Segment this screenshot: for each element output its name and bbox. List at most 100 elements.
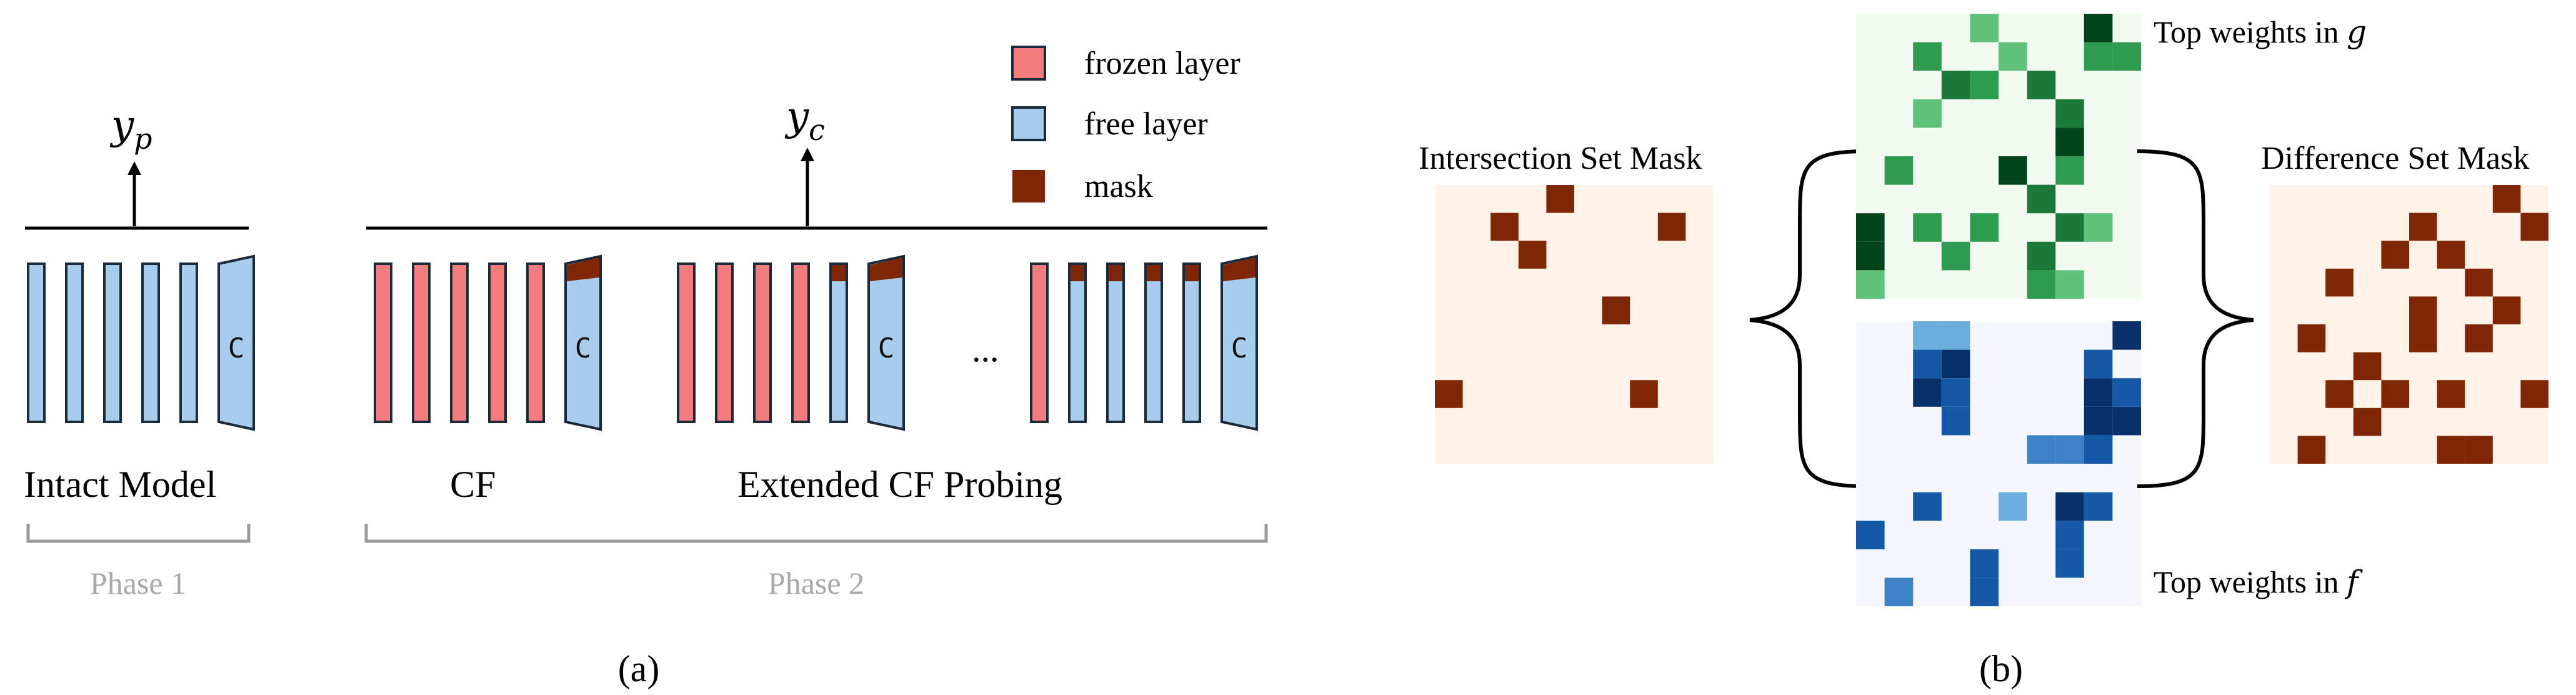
matrix-cell (1941, 241, 1970, 271)
layer-stack-cf: C (374, 254, 602, 431)
classifier-layer (564, 254, 602, 431)
classifier-letter: C (878, 332, 895, 364)
matrix-cell (1970, 14, 1999, 42)
free-layer (829, 262, 848, 423)
matrix-cell (2492, 185, 2521, 213)
matrix-cell (2297, 324, 2326, 352)
cf-output-arrowhead (801, 148, 814, 161)
matrix-cell (2055, 549, 2084, 578)
matrix-cell (1941, 349, 1970, 379)
output-yc-label: yc (784, 94, 825, 147)
matrix-cell (1856, 241, 1885, 271)
matrix-cell (2112, 406, 2141, 436)
layer-stack-ext1: C (677, 254, 905, 431)
cf-label: CF (450, 464, 496, 505)
difference-title: Difference Set Mask (2261, 141, 2529, 176)
frozen-layer (1030, 262, 1049, 423)
matrix-cell (2465, 436, 2493, 464)
free-layer (27, 262, 46, 423)
matrix-cell (2325, 268, 2354, 297)
matrix-cell (2084, 406, 2113, 436)
legend-free-label: free layer (1084, 106, 1208, 142)
classifier-mask (870, 258, 902, 281)
matrix-cell (2084, 14, 2113, 42)
matrix-cell (2055, 521, 2084, 549)
intersection-title: Intersection Set Mask (1419, 141, 1702, 176)
matrix-cell (2112, 321, 2141, 350)
matrix-cell (2409, 296, 2437, 324)
classifier-letter: C (1231, 332, 1248, 364)
phase1-bracket (26, 524, 251, 543)
matrix-cell (1941, 406, 1970, 436)
classifier-letter: C (228, 332, 245, 364)
matrix-cell (1518, 241, 1547, 269)
top-f-label: Top weights in f (2154, 564, 2363, 600)
matrix-cell (2112, 378, 2141, 407)
matrix-cell (2027, 184, 2056, 214)
frozen-layer (374, 262, 392, 423)
matrix-cell (2381, 380, 2409, 408)
matrix-cell (2409, 324, 2437, 352)
matrix-cell (1970, 213, 1999, 242)
matrix-cell (1913, 492, 1942, 521)
matrix-cell (1970, 578, 1999, 606)
matrix-cell (2027, 270, 2056, 299)
matrix-cell (1913, 378, 1942, 407)
caption-a: (a) (618, 648, 660, 689)
matrix-cell (1435, 380, 1463, 408)
free-layer (1068, 262, 1087, 423)
legend-mask-label: mask (1084, 169, 1153, 204)
phase1-label: Phase 1 (90, 566, 186, 601)
matrix-cell (1913, 42, 1942, 71)
matrix-cell (2055, 156, 2084, 185)
classifier-letter: C (575, 332, 592, 364)
free-layer (1106, 262, 1125, 423)
matrix-cell (2084, 213, 2113, 242)
matrix-cell (2409, 212, 2437, 241)
panel-b: Intersection Set Mask Top weights in g T… (1419, 14, 2549, 689)
phase2-bracket (364, 524, 1268, 543)
matrix-cell (2353, 352, 2382, 381)
layer-mask (832, 265, 846, 281)
matrix-cell (2112, 42, 2141, 71)
layer-stack-intact: C (27, 254, 255, 431)
left-brace (1749, 149, 1867, 488)
matrix-cell (1941, 71, 1970, 99)
matrix-cell (1490, 212, 1519, 241)
matrix-cell (2084, 42, 2113, 71)
matrix-cell (1913, 99, 1942, 128)
top-g-label: Top weights in g (2154, 14, 2367, 50)
right-brace (2137, 149, 2254, 488)
matrix-cell (1856, 270, 1885, 299)
frozen-layer (526, 262, 545, 423)
matrix-cell (1913, 321, 1942, 350)
intersection-mask (1435, 185, 1686, 408)
layer-mask (1109, 265, 1122, 281)
matrix-cell (2027, 241, 2056, 271)
legend-mask-swatch (1012, 170, 1045, 202)
matrix-cell (1970, 71, 1999, 99)
matrix-cell (1999, 42, 2027, 71)
matrix-cell (2084, 435, 2113, 464)
matrix-cell (1999, 156, 2027, 185)
matrix-cell (2055, 270, 2084, 299)
matrix-cell (2437, 380, 2465, 408)
matrix-cell (1602, 296, 1630, 324)
matrix-cell (2465, 324, 2493, 352)
intact-output-arrowhead (127, 161, 141, 175)
frozen-layer (450, 262, 469, 423)
matrix-cell (1856, 521, 1885, 549)
matrix-cell (2437, 436, 2465, 464)
matrix-cell (2084, 349, 2113, 379)
frozen-layer (677, 262, 696, 423)
matrix-cell (1884, 578, 1914, 606)
g-top-weights-matrix (1856, 14, 2141, 299)
classifier-mask (567, 258, 599, 281)
classifier-mask (1223, 258, 1256, 281)
layer-mask (1071, 265, 1084, 281)
matrix-cell (2027, 435, 2056, 464)
frozen-layer (488, 262, 507, 423)
matrix-cell (2381, 241, 2409, 269)
